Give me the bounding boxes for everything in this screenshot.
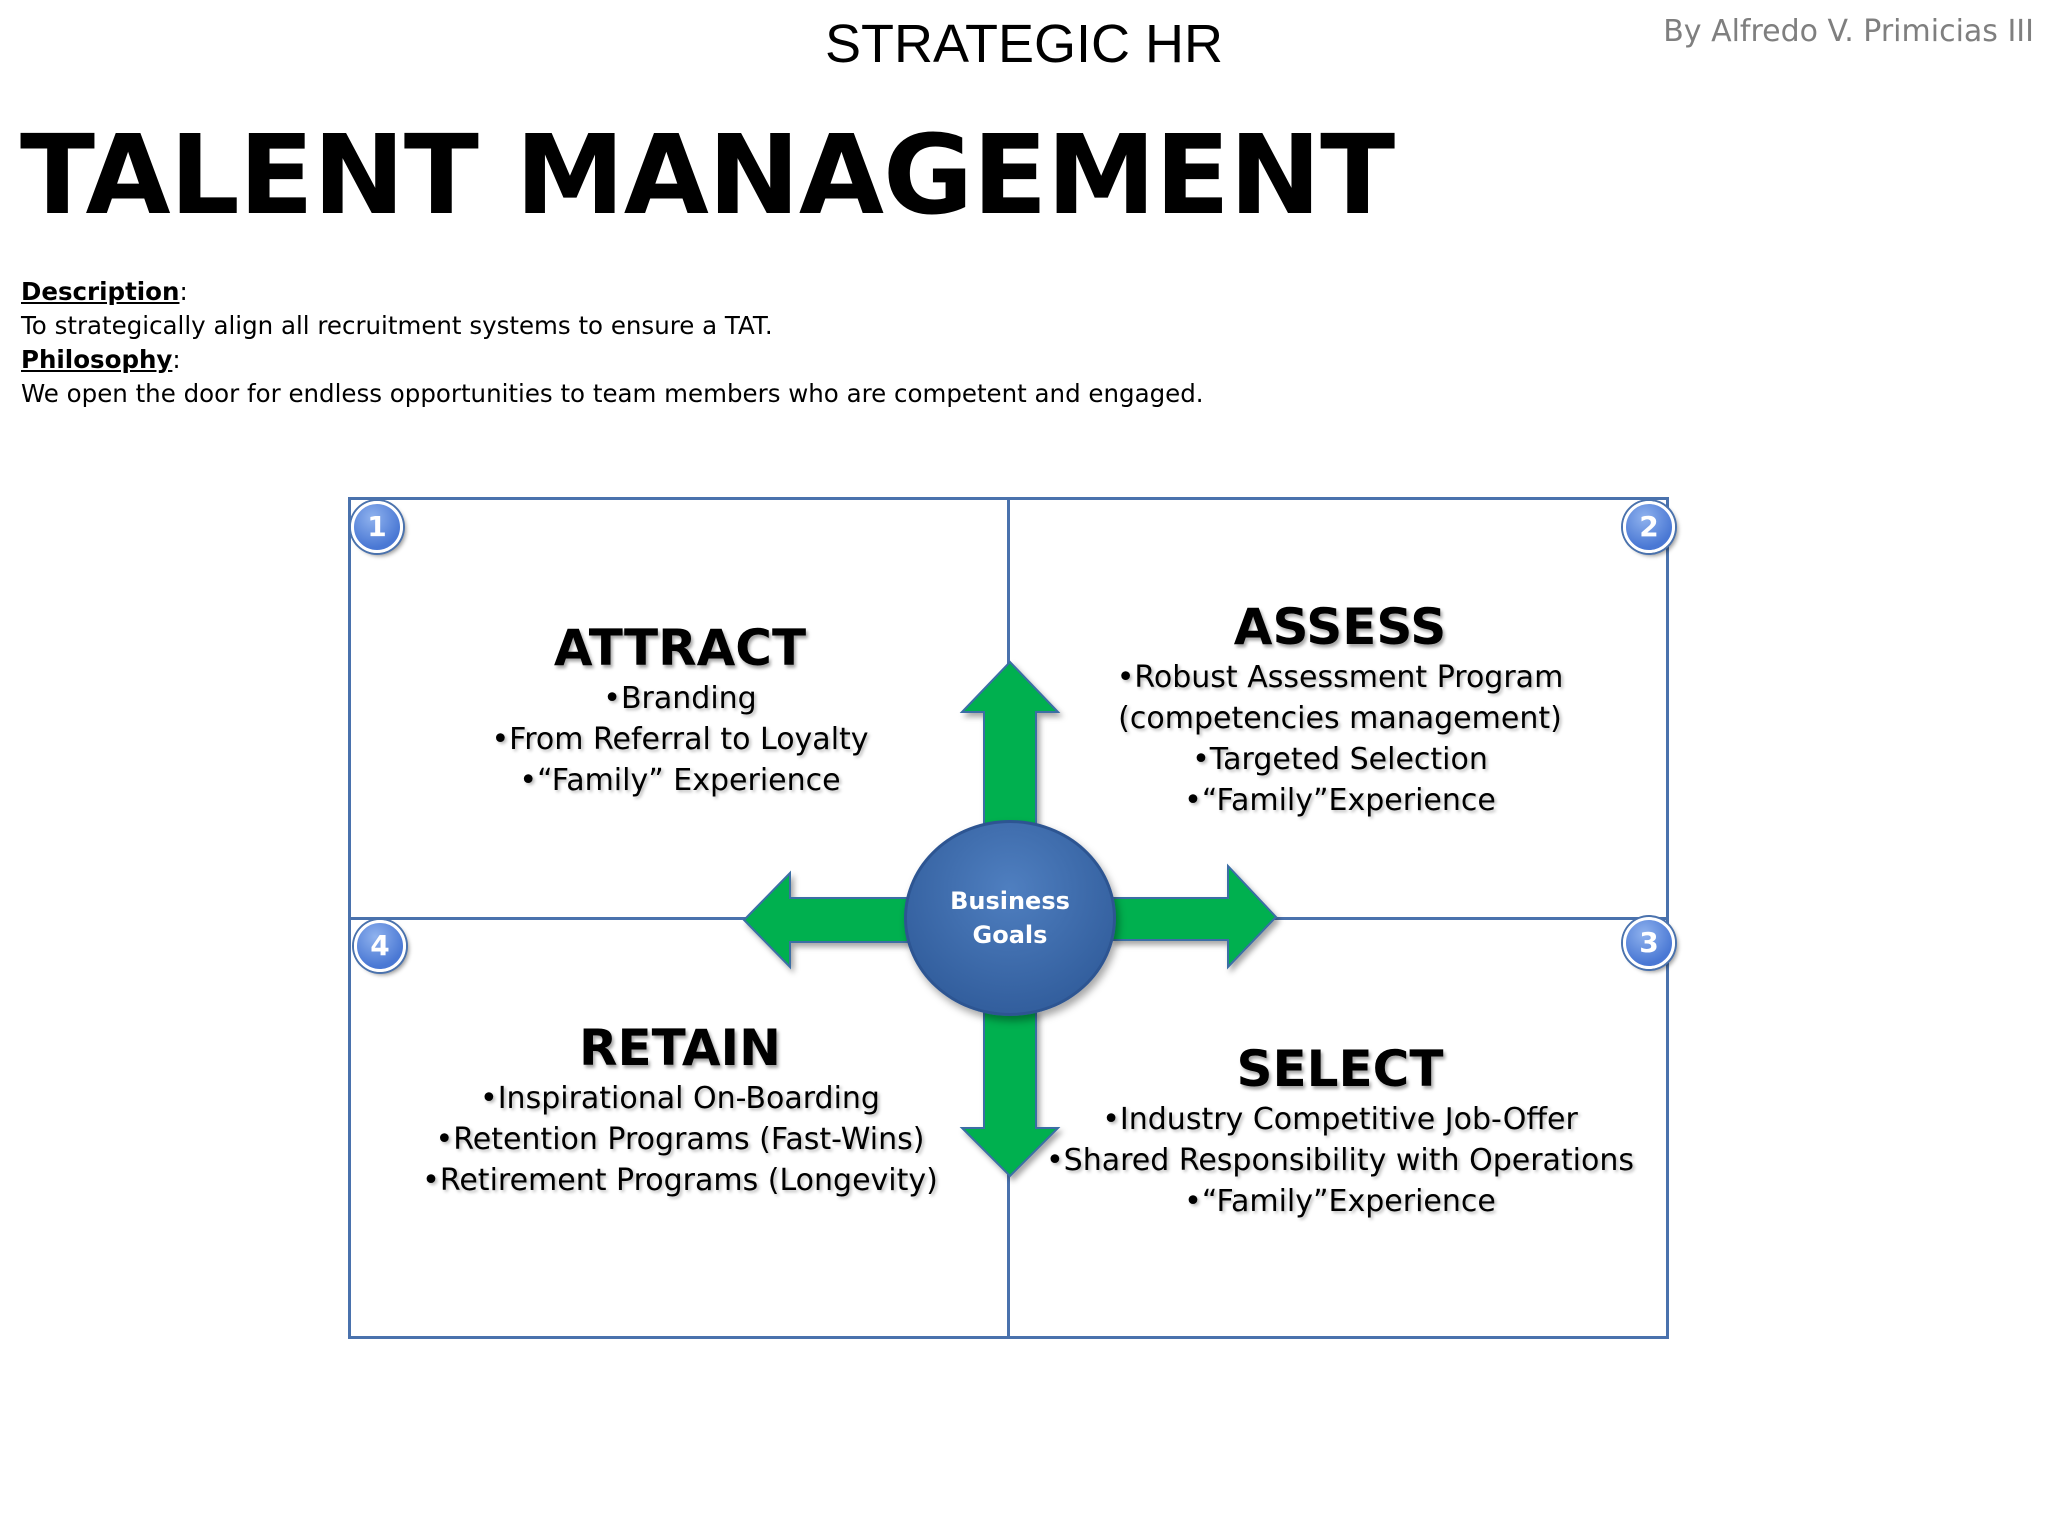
badge-1: 1 bbox=[351, 501, 403, 553]
list-item: •Branding bbox=[603, 681, 757, 716]
philosophy-heading: Philosophy: bbox=[21, 345, 181, 374]
author-credit: By Alfredo V. Primicias III bbox=[1663, 14, 2034, 49]
retain-list: •Inspirational On-Boarding •Retention Pr… bbox=[380, 1078, 980, 1201]
panel-retain bbox=[348, 917, 1010, 1339]
quadrant-assess: ASSESS •Robust Assessment Program (compe… bbox=[1040, 597, 1640, 821]
list-item: (competencies management) bbox=[1118, 701, 1562, 736]
list-item: •“Family”Experience bbox=[1184, 1184, 1496, 1219]
attract-list: •Branding •From Referral to Loyalty •“Fa… bbox=[380, 678, 980, 801]
list-item: •Targeted Selection bbox=[1192, 742, 1488, 777]
panel-attract bbox=[348, 497, 1010, 920]
select-list: •Industry Competitive Job-Offer •Shared … bbox=[1040, 1099, 1640, 1222]
main-title: TALENT MANAGEMENT bbox=[20, 111, 1395, 239]
list-item: •“Family” Experience bbox=[519, 763, 841, 798]
list-item: •Industry Competitive Job-Offer bbox=[1102, 1102, 1578, 1137]
badge-2: 2 bbox=[1623, 501, 1675, 553]
badge-3: 3 bbox=[1623, 917, 1675, 969]
arrow-left bbox=[742, 870, 909, 970]
business-goals-circle: Business Goals bbox=[904, 820, 1116, 1016]
arrow-up bbox=[959, 660, 1061, 826]
arrow-down bbox=[959, 1009, 1061, 1178]
description-heading: Description: bbox=[21, 277, 188, 306]
badge-4: 4 bbox=[354, 920, 406, 972]
retain-title: RETAIN bbox=[578, 1019, 782, 1077]
select-title: SELECT bbox=[1236, 1040, 1444, 1098]
list-item: •Robust Assessment Program bbox=[1116, 660, 1564, 695]
list-item: •From Referral to Loyalty bbox=[491, 722, 869, 757]
assess-title: ASSESS bbox=[1233, 598, 1447, 656]
business-goals-line2: Goals bbox=[972, 921, 1048, 949]
description-label: Description bbox=[21, 277, 180, 306]
list-item: •Retention Programs (Fast-Wins) bbox=[435, 1122, 925, 1157]
page-header-title: STRATEGIC HR bbox=[824, 14, 1223, 74]
list-item: •“Family”Experience bbox=[1184, 783, 1496, 818]
assess-list: •Robust Assessment Program (competencies… bbox=[1040, 657, 1640, 821]
description-text: To strategically align all recruitment s… bbox=[21, 311, 773, 340]
quadrant-select: SELECT •Industry Competitive Job-Offer •… bbox=[1040, 1039, 1640, 1222]
philosophy-label: Philosophy bbox=[21, 345, 173, 374]
quadrant-attract: ATTRACT •Branding •From Referral to Loya… bbox=[380, 618, 980, 801]
list-item: •Inspirational On-Boarding bbox=[480, 1081, 880, 1116]
list-item: •Retirement Programs (Longevity) bbox=[422, 1163, 938, 1198]
list-item: •Shared Responsibility with Operations bbox=[1045, 1143, 1635, 1178]
quadrant-retain: RETAIN •Inspirational On-Boarding •Reten… bbox=[380, 1018, 980, 1201]
business-goals-line1: Business bbox=[950, 887, 1070, 915]
attract-title: ATTRACT bbox=[553, 619, 807, 677]
arrow-right bbox=[1111, 863, 1278, 970]
philosophy-text: We open the door for endless opportuniti… bbox=[21, 379, 1204, 408]
